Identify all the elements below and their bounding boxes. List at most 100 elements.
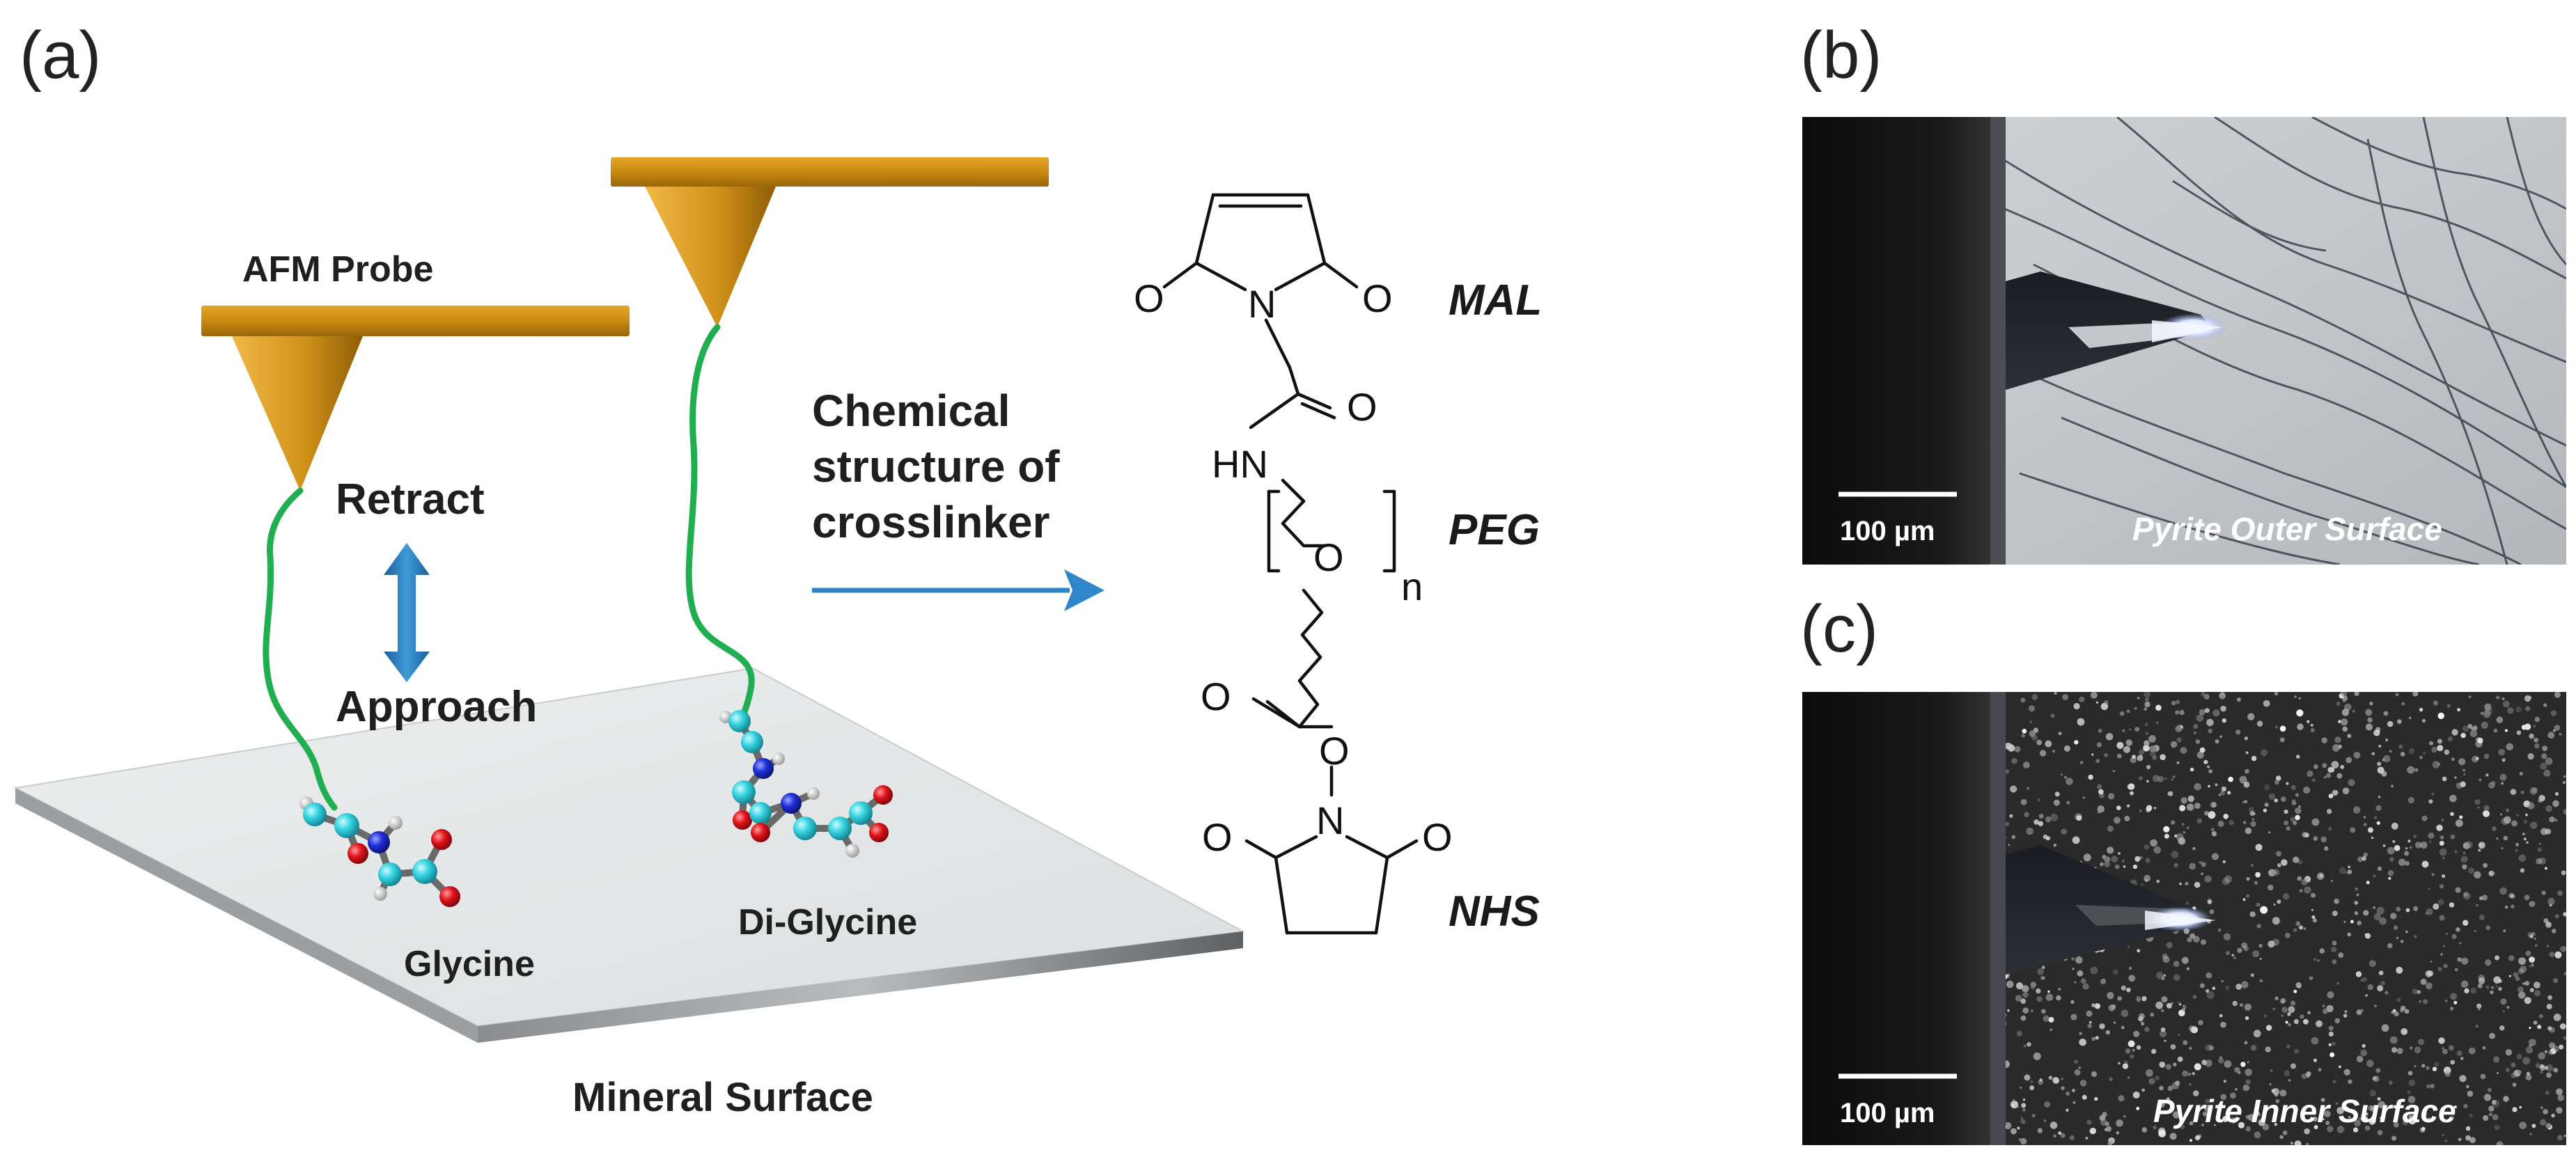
speckle (2244, 736, 2248, 741)
speckle (2058, 1131, 2062, 1135)
speckle (2322, 763, 2327, 769)
speckle (2029, 720, 2032, 723)
speckle (2431, 873, 2435, 876)
speckle (2288, 1006, 2295, 1014)
speckle (2272, 1007, 2275, 1011)
speckle (2247, 1060, 2250, 1064)
speckle (2207, 765, 2210, 769)
speckle (2465, 1126, 2471, 1131)
speckle (2261, 749, 2268, 757)
speckle (2194, 1135, 2201, 1141)
speckle (2205, 1044, 2212, 1051)
speckle (2298, 697, 2301, 700)
speckle (2536, 858, 2542, 865)
speckle (2262, 1124, 2270, 1130)
speckle (2529, 787, 2538, 795)
speckle (2209, 909, 2215, 915)
speckle (2096, 742, 2102, 748)
speckle (2483, 753, 2490, 759)
speckle (2157, 775, 2164, 782)
speckle (2208, 728, 2212, 734)
speckle (2251, 818, 2255, 821)
afm-probe-right (611, 157, 1049, 327)
speckle (2322, 1005, 2325, 1007)
speckle (2463, 773, 2466, 775)
speckle (2552, 929, 2557, 933)
speckle (2492, 1114, 2499, 1121)
speckle (2367, 984, 2373, 991)
speckle (2391, 785, 2394, 788)
speckle (2477, 737, 2483, 743)
speckle (2123, 865, 2126, 868)
speckle (2069, 1135, 2075, 1140)
speckle (2547, 995, 2553, 1000)
speckle (2176, 737, 2182, 743)
speckle (2437, 967, 2442, 971)
speckle (2312, 1117, 2318, 1122)
speckle (2125, 739, 2132, 746)
speckle (2204, 1105, 2212, 1112)
speckle (2490, 990, 2494, 995)
speckle (2144, 740, 2150, 746)
speckle (2388, 876, 2391, 880)
nhs-o-left: O (1202, 815, 1233, 859)
speckle (2132, 1048, 2135, 1052)
speckle (2563, 1036, 2566, 1040)
speckle (2511, 1062, 2516, 1068)
speckle (2405, 846, 2408, 850)
speckle (2336, 773, 2343, 779)
speckle (2290, 1142, 2293, 1145)
speckle (2538, 842, 2541, 845)
speckle (2365, 1112, 2368, 1116)
speckle (2559, 1044, 2564, 1050)
speckle (2418, 1039, 2425, 1046)
speckle (2074, 740, 2079, 745)
speckle (2020, 1137, 2027, 1145)
speckle (2387, 869, 2394, 876)
speckle (2376, 906, 2384, 915)
speckle (2492, 1100, 2497, 1105)
speckle (2180, 725, 2183, 728)
speckle (2366, 1059, 2374, 1067)
speckle (2552, 800, 2559, 807)
speckle (2146, 1069, 2153, 1077)
panel-label-c: (c) (1800, 592, 1878, 666)
speckle (2433, 700, 2439, 706)
speckle (2372, 1076, 2377, 1081)
speckle (2189, 1121, 2194, 1126)
speckle (2355, 971, 2362, 977)
speckle (2325, 1121, 2330, 1126)
speckle (2477, 983, 2483, 988)
speckle (2421, 1064, 2426, 1068)
speckle (2295, 793, 2299, 797)
speckle (2533, 724, 2536, 728)
speckle (2171, 851, 2179, 858)
speckle (2144, 723, 2148, 727)
speckle (2454, 850, 2458, 853)
speckle (2385, 738, 2389, 741)
speckle (2022, 992, 2029, 998)
speckle (2107, 846, 2114, 854)
speckle (2463, 892, 2471, 900)
speckle (2104, 860, 2111, 867)
speckle (2193, 731, 2196, 734)
speckle (2007, 1009, 2010, 1012)
speckle (2245, 827, 2252, 835)
speckle (2496, 1141, 2504, 1145)
speckle (2143, 744, 2150, 752)
speckle (2250, 864, 2254, 867)
speckle (2426, 1084, 2430, 1089)
speckle (2348, 1079, 2352, 1085)
speckle (2501, 847, 2504, 849)
speckle (2395, 693, 2399, 697)
speckle (2285, 1021, 2288, 1024)
speckle (2218, 1057, 2224, 1064)
speckle (2404, 851, 2410, 856)
speckle (2204, 811, 2209, 816)
speckle (2414, 935, 2417, 938)
speckle (2320, 836, 2327, 843)
speckle (2233, 956, 2236, 959)
speckle (2160, 1030, 2167, 1038)
speckle (2391, 1047, 2397, 1053)
speckle (2367, 717, 2373, 723)
